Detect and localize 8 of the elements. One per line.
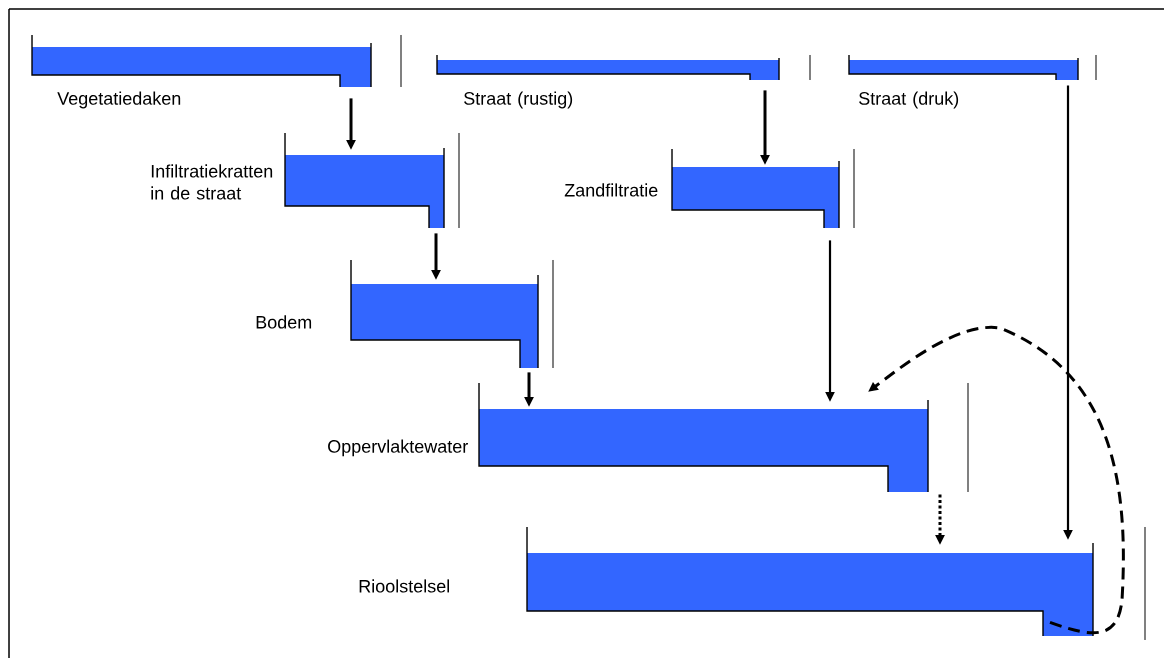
- tank-label: Bodem: [256, 315, 312, 329]
- tank-label: Oppervlaktewater: [328, 439, 468, 457]
- tank-label: Vegetatiedaken: [57, 91, 181, 109]
- tank-label: Zandfiltratie: [564, 183, 658, 197]
- tank-label: Rioolstelsel: [359, 579, 449, 593]
- tank-label: Infiltratiekratten in de straat: [151, 164, 273, 200]
- tank-label: Straat (rustig): [464, 91, 573, 109]
- tank-label: Straat (druk): [859, 91, 959, 109]
